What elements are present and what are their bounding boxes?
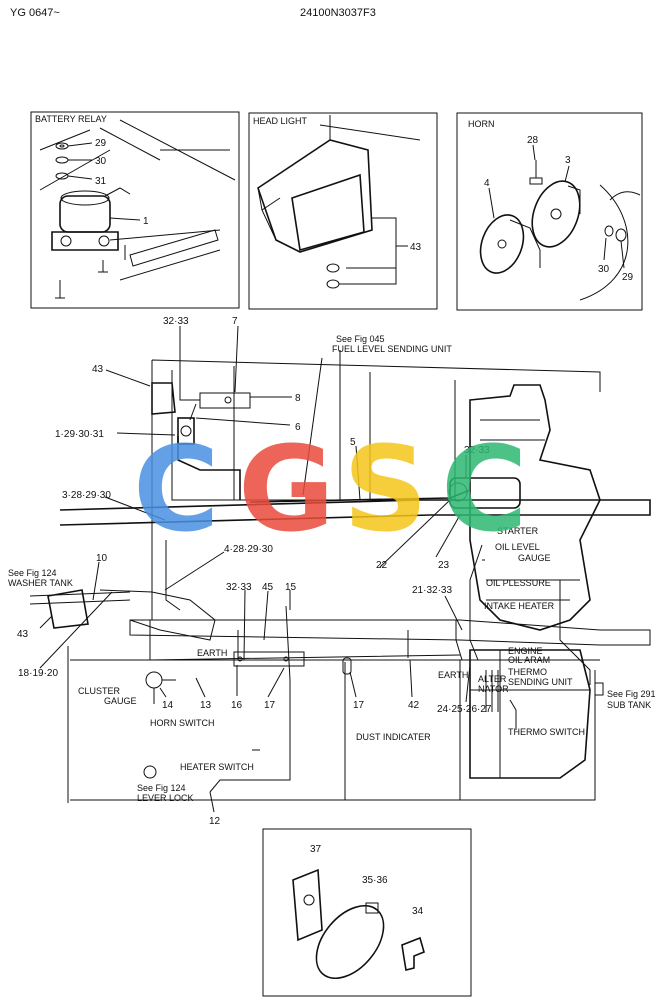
callout-23: 23 — [438, 560, 450, 571]
label-oil-level: OIL LEVEL — [495, 542, 540, 552]
callout-13: 13 — [200, 700, 212, 711]
callout-43-bottom: 43 — [17, 629, 29, 640]
callout-17b: 17 — [353, 700, 365, 711]
label-see-fig-045: See Fig 045 — [336, 334, 385, 344]
callout-32-33-right: 32·33 — [464, 445, 490, 456]
bottom-parts-inset: 37 35·36 34 — [262, 828, 472, 997]
label-intake-heater: INTAKE HEATER — [484, 601, 555, 611]
callout-43-left: 43 — [92, 364, 104, 375]
callout-5: 5 — [350, 437, 356, 448]
label-horn-switch: HORN SWITCH — [150, 718, 215, 728]
label-lever-lock: LEVER LOCK — [137, 793, 194, 803]
horn-part-30: 30 — [598, 264, 610, 275]
label-cluster-gauge: GAUGE — [104, 696, 137, 706]
callout-leaders — [39, 325, 471, 813]
battery-part-1: 1 — [143, 216, 149, 227]
label-cluster: CLUSTER — [78, 686, 121, 696]
bottom-part-34: 34 — [412, 906, 424, 917]
callout-10: 10 — [96, 553, 108, 564]
head-light-title: HEAD LIGHT — [253, 116, 308, 126]
label-starter: STARTER — [497, 526, 539, 536]
label-heater-switch: HEATER SWITCH — [180, 762, 254, 772]
callout-15: 15 — [285, 582, 297, 593]
horn-part-28: 28 — [527, 135, 539, 146]
callout-8: 8 — [295, 393, 301, 404]
battery-relay-title: BATTERY RELAY — [35, 114, 107, 124]
battery-part-29: 29 — [95, 138, 107, 149]
label-earth-mid: EARTH — [197, 648, 227, 658]
callout-32-33-top: 32·33 — [163, 316, 189, 327]
label-see-fig-291: See Fig 291 — [607, 689, 656, 699]
sub-tank-connector — [594, 682, 604, 696]
label-nator: NATOR — [478, 684, 509, 694]
callout-6: 6 — [295, 422, 301, 433]
header-left-code: YG 0647~ — [10, 7, 60, 19]
label-oil-aram: OIL ARAM — [508, 655, 550, 665]
callout-14: 14 — [162, 700, 174, 711]
callout-1-29-30-31: 1·29·30·31 — [55, 429, 104, 440]
watermark-letter-4: C — [441, 420, 528, 558]
label-oil-level-gauge: GAUGE — [518, 553, 551, 563]
watermark-letter-3: S — [343, 420, 428, 558]
label-thermo: THERMO — [508, 667, 547, 677]
callout-16: 16 — [231, 700, 243, 711]
label-washer-tank: WASHER TANK — [8, 578, 73, 588]
callout-22: 22 — [376, 560, 388, 571]
callout-3-28-29-30: 3·28·29·30 — [62, 490, 111, 501]
label-alter: ALTER — [478, 674, 507, 684]
horn-part-4: 4 — [484, 178, 490, 189]
horn-inset: HORN 28 3 4 30 29 — [456, 112, 643, 311]
label-dust-indicater: DUST INDICATER — [356, 732, 431, 742]
label-engine: ENGINE — [508, 646, 543, 656]
label-fuel-level-sending-unit: FUEL LEVEL SENDING UNIT — [332, 344, 452, 354]
callout-12: 12 — [209, 816, 221, 827]
callout-32-33-mid: 32·33 — [226, 582, 252, 593]
callout-45: 45 — [262, 582, 274, 593]
callout-18-19-20: 18·19·20 — [18, 668, 58, 679]
label-sending-unit: SENDING UNIT — [508, 677, 573, 687]
callout-17a: 17 — [264, 700, 276, 711]
bottom-part-37: 37 — [310, 844, 322, 855]
battery-part-31: 31 — [95, 176, 107, 187]
head-light-inset: HEAD LIGHT 43 — [248, 112, 438, 310]
watermark-letter-1: C — [133, 420, 220, 558]
horn-title: HORN — [468, 119, 495, 129]
label-see-fig-124-a: See Fig 124 — [8, 568, 57, 578]
callout-24-27: 24·25·26·27 — [437, 704, 492, 715]
label-see-fig-124-b: See Fig 124 — [137, 783, 186, 793]
callout-4-28-29-30: 4·28·29·30 — [224, 544, 273, 555]
callout-7: 7 — [232, 316, 238, 327]
label-thermo-switch: THERMO SWITCH — [508, 727, 585, 737]
watermark-letter-2: G — [238, 420, 335, 558]
bottom-part-35-36: 35·36 — [362, 875, 388, 886]
label-earth-right: EARTH — [438, 670, 468, 680]
callout-42: 42 — [408, 700, 420, 711]
header-center-code: 24100N3037F3 — [300, 7, 376, 19]
callout-21-32-33: 21·32·33 — [412, 585, 452, 596]
battery-part-30: 30 — [95, 156, 107, 167]
watermark-logo: C G S C — [133, 420, 528, 558]
battery-relay-inset: BATTERY RELAY 29 30 31 1 — [30, 111, 240, 309]
horn-part-29: 29 — [622, 272, 634, 283]
head-light-part-43: 43 — [410, 242, 422, 253]
horn-part-3: 3 — [565, 155, 571, 166]
label-oil-pressure: OIL PLESSURE — [486, 578, 551, 588]
label-sub-tank: SUB TANK — [607, 700, 651, 710]
